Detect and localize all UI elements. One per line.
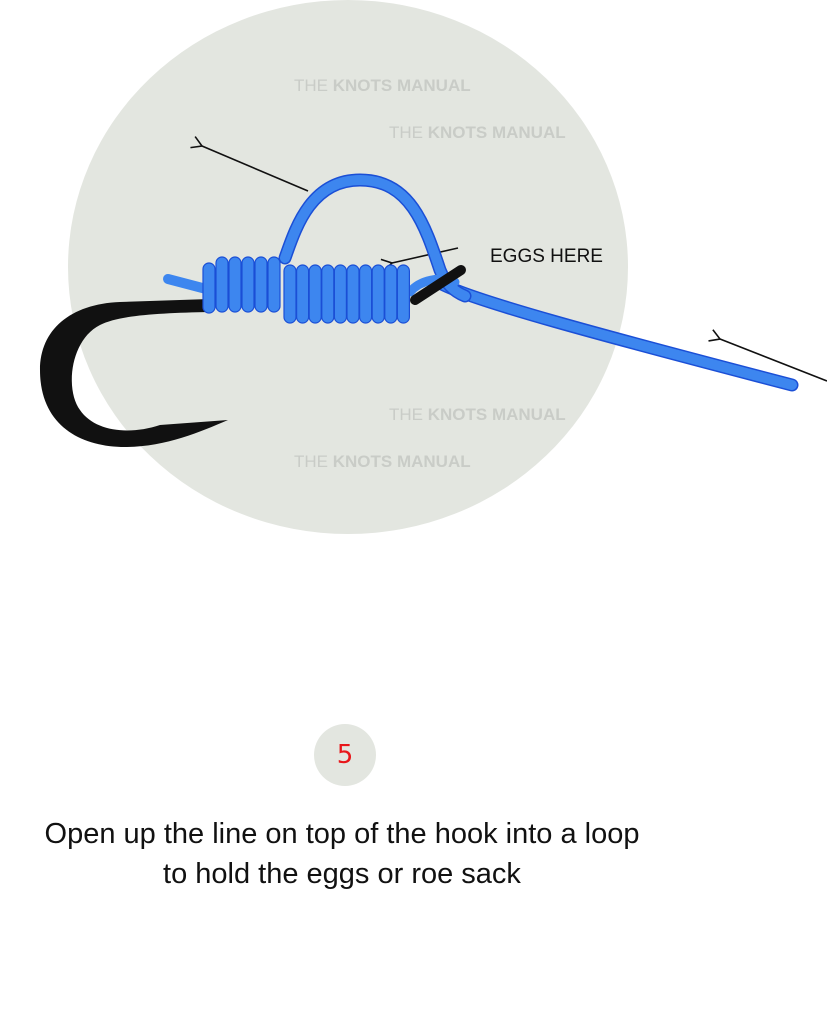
line-wrap [267, 256, 281, 313]
line-wrap [241, 256, 255, 313]
line-wrap [371, 264, 385, 324]
pull-arrow-top [190, 136, 309, 192]
line-wrap [359, 264, 373, 324]
watermark-text: THE KNOTS MANUAL [389, 123, 566, 142]
line-wrap [333, 264, 347, 324]
caption-line-1: Open up the line on top of the hook into… [44, 818, 640, 850]
line-wrap [321, 264, 335, 324]
caption-line-2: to hold the eggs or roe sack [163, 858, 521, 890]
step-number: 5 [336, 740, 354, 770]
line-wraps [202, 256, 410, 324]
watermark-text: THE KNOTS MANUAL [294, 76, 471, 95]
line-wrap [228, 256, 242, 313]
line-wrap [308, 264, 322, 324]
watermark-text: THE KNOTS MANUAL [294, 452, 471, 471]
line-wrap [215, 256, 229, 313]
line-wrap [396, 264, 410, 324]
pull-arrow-right [708, 329, 827, 382]
step-number-badge: 5 [314, 724, 376, 786]
line-wrap [254, 256, 268, 313]
line-wrap [283, 264, 297, 324]
line-wrap [384, 264, 398, 324]
line-wrap [296, 264, 310, 324]
eggs-arrow [380, 247, 459, 272]
eggs-here-label: EGGS HERE [490, 246, 603, 267]
line-wrap [202, 262, 216, 314]
hook-eye-end [410, 265, 466, 305]
line-wrap [346, 264, 360, 324]
watermark-pattern: THE KNOTS MANUAL THE KNOTS MANUAL THE KNOT… [294, 76, 566, 471]
knot-diagram: THE KNOTS MANUAL THE KNOTS MANUAL THE KNOT… [40, 0, 827, 534]
watermark-text: THE KNOTS MANUAL [389, 405, 566, 424]
